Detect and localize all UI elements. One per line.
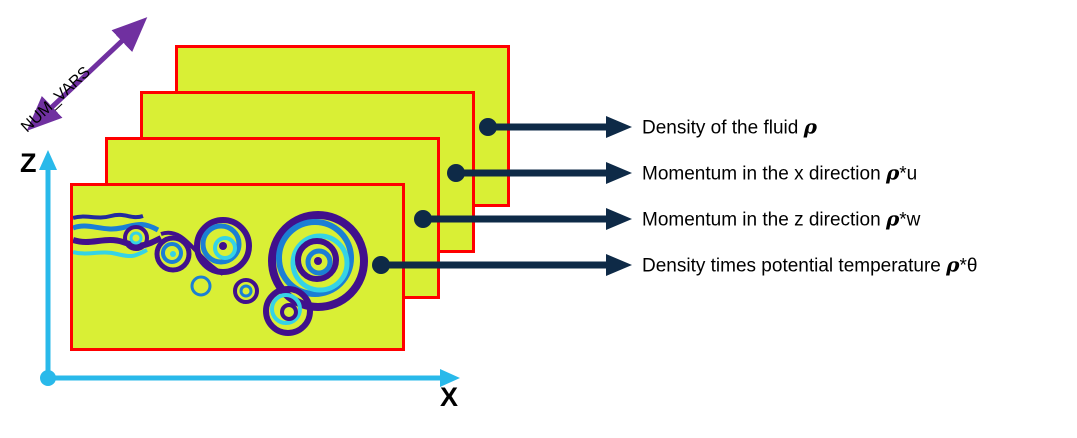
rho-symbol: ρ bbox=[946, 252, 960, 277]
callout-label-potential-temperature: Density times potential temperature ρ*θ bbox=[642, 253, 977, 278]
num-vars-double-arrow-icon bbox=[26, 17, 148, 131]
origin-dot-icon bbox=[40, 370, 56, 386]
callout-text: Density of the fluid bbox=[642, 117, 804, 139]
z-axis-arrowhead-icon bbox=[39, 150, 57, 170]
callout-suffix: *θ bbox=[959, 255, 978, 277]
num-vars-label: NUM_VARS bbox=[18, 64, 94, 136]
callout-text: Density times potential temperature bbox=[642, 255, 947, 277]
callout-label-momentum-z: Momentum in the z direction ρ*w bbox=[642, 207, 920, 232]
callout-label-momentum-x: Momentum in the x direction ρ*u bbox=[642, 161, 917, 186]
rho-symbol: ρ bbox=[885, 160, 900, 185]
callout-label-density: Density of the fluid ρ bbox=[642, 115, 817, 140]
variable-plane-potential-temperature bbox=[70, 183, 405, 351]
callout-suffix: *w bbox=[899, 209, 921, 231]
callout-suffix: *u bbox=[899, 163, 918, 185]
rho-symbol: ρ bbox=[885, 206, 900, 231]
callout-text: Momentum in the z direction bbox=[642, 209, 886, 231]
z-axis-label: Z bbox=[20, 148, 37, 178]
fluid-simulation-image bbox=[73, 211, 368, 336]
callout-text: Momentum in the x direction bbox=[642, 163, 886, 185]
x-axis-label: X bbox=[440, 382, 459, 412]
rho-symbol: ρ bbox=[803, 114, 817, 139]
